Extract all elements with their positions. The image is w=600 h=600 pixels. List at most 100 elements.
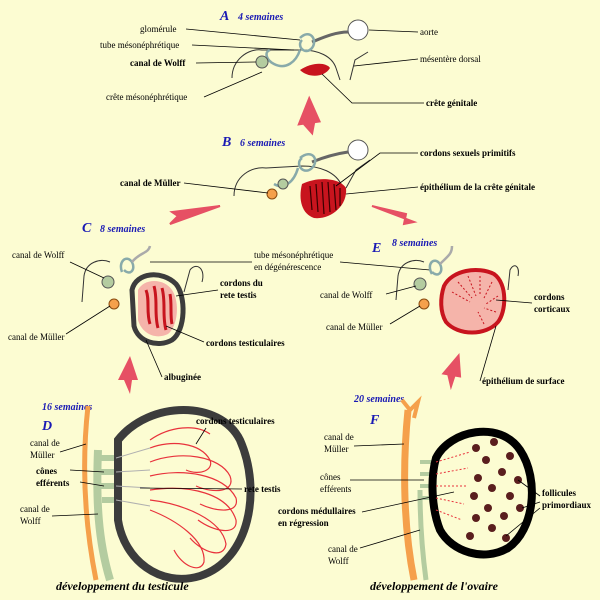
label-cordons-corticaux-2: corticaux [534, 304, 570, 314]
stage-e-body-left [395, 260, 425, 301]
label-d-cones-2: efférents [36, 478, 70, 488]
stage-f-letter: F [369, 413, 380, 428]
stage-d-weeks: 16 semaines [42, 402, 92, 413]
stage-a-genital-ridge [300, 63, 330, 76]
label-canal-muller-b: canal de Müller [120, 178, 181, 188]
arrow-e-to-f [441, 352, 462, 391]
stage-f: 20 semaines F canal [278, 394, 592, 593]
stage-d-albuginea [114, 406, 255, 583]
label-f-cones-2: efférents [320, 484, 352, 494]
stage-e-letter: E [371, 241, 381, 256]
arrow-b-to-c [169, 205, 221, 225]
stage-e: E 8 semaines canal de Wolff canal de Mül… [320, 238, 570, 335]
label-glomerule: glomérule [140, 24, 177, 34]
stage-d-letter: D [41, 419, 52, 434]
stage-a: A 4 semaines glomérule tube mésonéphréti… [100, 9, 481, 108]
stage-e-weeks: 8 semaines [392, 238, 437, 249]
label-e-canal-muller: canal de Müller [326, 322, 382, 332]
label-d-rete-testis: rete testis [244, 484, 281, 494]
stage-b-body-outline [233, 165, 343, 197]
arrow-a-to-b [297, 95, 321, 136]
stage-c-testis-cords [144, 285, 174, 331]
stage-f-wolff-duct [417, 489, 429, 581]
stage-e-wolff-duct [413, 277, 427, 291]
label-e-canal-wolff: canal de Wolff [320, 290, 372, 300]
label-d-cordons-testiculaires: cordons testiculaires [196, 416, 275, 426]
stage-d-efferent-cones [100, 455, 116, 503]
stage-e-muller-duct [418, 298, 430, 310]
stage-b-letter: B [221, 135, 231, 150]
label-f-canal-wolff-1: canal de [328, 544, 358, 554]
stage-b-glomerule [297, 152, 317, 172]
stage-f-medullary-cords [435, 451, 471, 521]
stage-d-wolff-duct [93, 449, 114, 582]
arrow-b-to-e [371, 205, 418, 226]
stage-a-wolff-duct [255, 55, 269, 69]
stage-b: B 6 semaines cordons sexuels primitifs c… [120, 135, 535, 219]
stage-c-letter: C [82, 221, 92, 236]
label-f-canal-muller-2: Müller [324, 444, 349, 454]
label-cordons-testiculaires-c: cordons testiculaires [206, 338, 285, 348]
stage-a-mesentery [349, 51, 369, 81]
label-epithelium-crete-genitale: épithélium de la crête génitale [420, 182, 535, 192]
label-f-cordons-med-1: cordons médullaires [278, 506, 356, 516]
stage-e-ovary [439, 268, 507, 335]
stage-e-body-right [507, 265, 519, 291]
stage-a-aorta [347, 19, 369, 41]
stage-b-sex-cords [309, 181, 341, 215]
label-crete-mesonephretique: crête mésonéphrétique [106, 92, 187, 102]
stage-f-muller-duct [401, 409, 418, 581]
label-albuginee: albuginée [164, 372, 201, 382]
label-c-canal-wolff: canal de Wolff [12, 250, 64, 260]
stage-a-glomerule [298, 32, 316, 53]
label-f-follicules-1: follicules [542, 488, 576, 498]
label-aorte: aorte [420, 27, 438, 37]
label-cordons-rete-2: rete testis [220, 290, 257, 300]
label-d-canal-muller-1: canal de [30, 438, 60, 448]
stage-c-wolff-duct [101, 275, 115, 289]
stage-d-muller-duct [82, 405, 99, 581]
label-c-canal-muller: canal de Müller [8, 332, 64, 342]
label-canal-wolff-a: canal de Wolff [130, 58, 186, 68]
stage-a-weeks: 4 semaines [237, 12, 283, 23]
label-cordons-rete-1: cordons du [220, 278, 263, 288]
label-crete-genitale: crête génitale [426, 98, 477, 108]
stage-a-mesonephric-tubule [265, 48, 302, 68]
label-f-cordons-med-2: en régression [278, 518, 329, 528]
label-tube-degen-2: en dégénérescence [254, 262, 321, 272]
label-epithelium-surface: épithélium de surface [482, 376, 565, 386]
label-cordons-corticaux-1: cordons [534, 292, 565, 302]
stage-d-testicular-cords [149, 427, 237, 569]
label-mesentere-dorsal: mésentère dorsal [420, 54, 481, 64]
stage-b-aorta [347, 139, 369, 161]
stage-f-ovary [428, 427, 536, 559]
stage-e-cortical-cords [451, 275, 499, 325]
label-f-cones-1: cônes [320, 472, 341, 482]
label-d-canal-wolff-2: Wolff [20, 516, 41, 526]
caption-testicule: développement du testicule [56, 579, 189, 593]
label-cordons-sexuels-primitifs: cordons sexuels primitifs [420, 148, 516, 158]
label-d-cones-1: cônes [36, 466, 57, 476]
label-d-canal-muller-2: Müller [30, 450, 55, 460]
label-tube-degen-1: tube mésonéphrétique [254, 250, 333, 260]
caption-ovaire: développement de l'ovaire [370, 579, 499, 593]
label-f-follicules-2: primordiaux [542, 500, 592, 510]
stage-b-muller-duct [266, 188, 278, 200]
stage-c-body-left [81, 260, 111, 303]
label-f-canal-wolff-2: Wolff [328, 556, 349, 566]
stage-a-letter: A [219, 9, 229, 24]
label-f-canal-muller-1: canal de [324, 432, 354, 442]
stage-b-mesentery [345, 159, 371, 189]
stage-b-wolff-duct [277, 178, 289, 190]
stage-c-body-right [183, 266, 204, 293]
label-d-canal-wolff-1: canal de [20, 504, 50, 514]
arrow-c-to-d [118, 356, 138, 394]
stage-c-weeks: 8 semaines [100, 224, 145, 235]
stage-d: 16 semaines D canal [20, 402, 281, 593]
stage-c: C 8 semaines canal de Wolff canal de Mül… [8, 221, 285, 348]
stage-b-weeks: 6 semaines [240, 138, 285, 149]
stage-f-weeks: 20 semaines [353, 394, 404, 405]
label-tube-mesonephretique: tube mésonéphrétique [100, 40, 179, 50]
